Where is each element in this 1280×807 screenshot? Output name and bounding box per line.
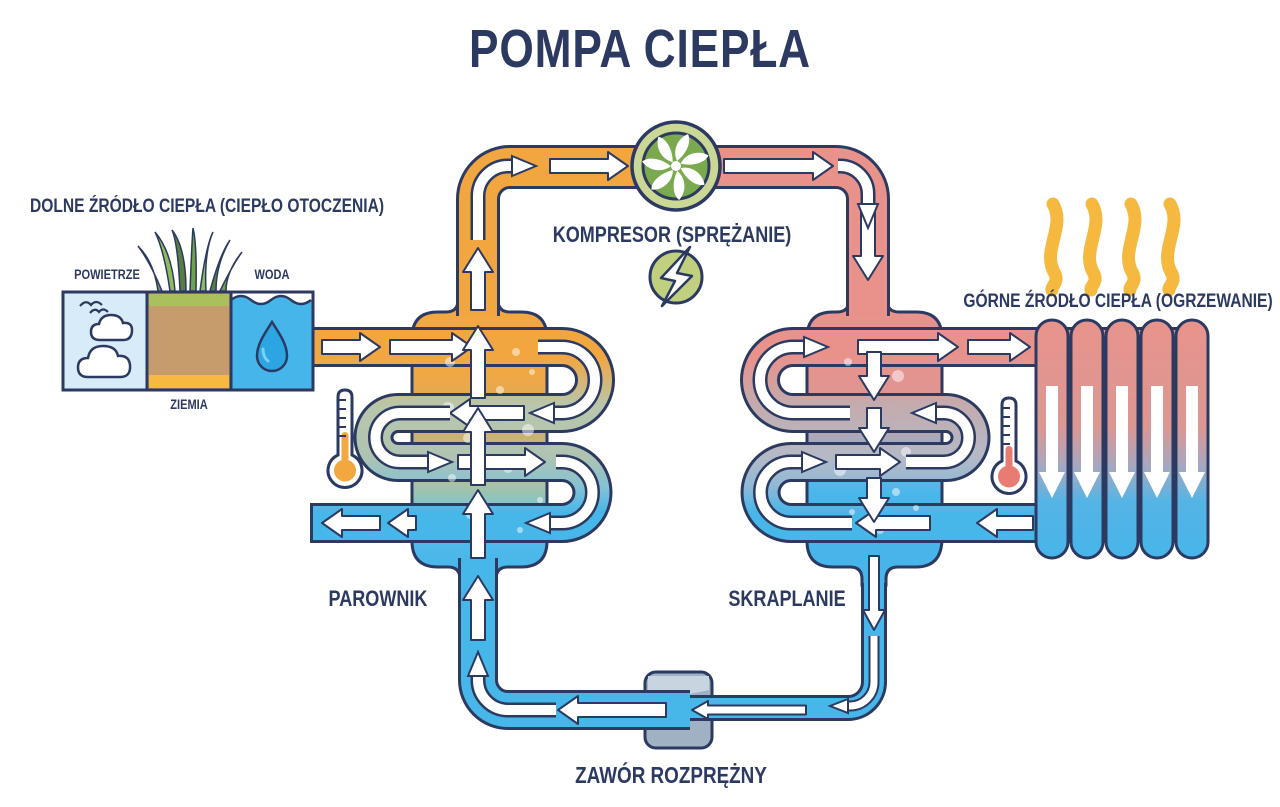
water-label: WODA [254,267,290,282]
cloud-icon [89,313,134,342]
water-panel [229,290,315,392]
air-panel [61,290,149,392]
bird-icon [79,300,109,314]
thermometer-hot-icon [990,396,1028,495]
air-label: POWIETRZE [74,267,140,282]
flow-arrows [321,151,1034,725]
curved-flow-arrows [368,154,976,718]
ground-label: ZIEMIA [170,397,208,412]
compressor-label: KOMPRESOR (SPRĘŻANIE) [552,222,792,247]
ground-panel [145,290,233,392]
evaporator-label: PAROWNIK [328,586,428,611]
lower-source-box [61,227,315,392]
expansion-valve-label: ZAWÓR ROZPRĘŻNY [575,762,767,788]
lower-source-label: DOLNE ŹRÓDŁO CIEPŁA (CIEPŁO OTOCZENIA) [30,196,385,217]
heat-waves-icon [1044,197,1181,297]
condenser-label: SKRAPLANIE [728,586,846,611]
upper-source-label: GÓRNE ŹRÓDŁO CIEPŁA (OGRZEWANIE) [963,291,1273,312]
radiator-icon [1034,318,1210,560]
page-title: POMPA CIEPŁA [469,19,811,79]
thermometer-cold-icon [326,388,364,489]
lightning-icon [648,245,704,308]
cloud-icon [76,344,132,379]
grass-icon [137,227,243,292]
compressor-fan-icon [630,120,722,212]
